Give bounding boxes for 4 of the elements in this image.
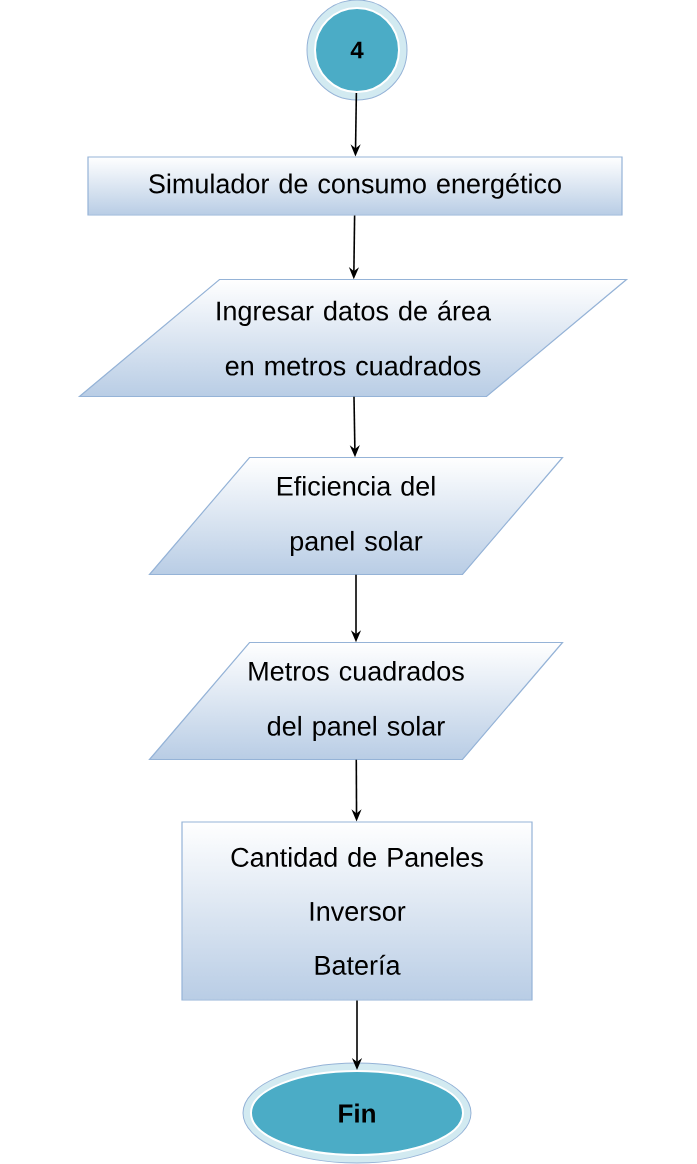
process-box: Simulador de consumo energético: [87, 156, 623, 216]
process-box: Cantidad de Paneles Inversor Batería: [181, 821, 533, 1001]
input-parallelogram: Metros cuadrados del panel solar: [148, 641, 564, 761]
input-parallelogram: Eficiencia del panel solar: [148, 456, 564, 576]
